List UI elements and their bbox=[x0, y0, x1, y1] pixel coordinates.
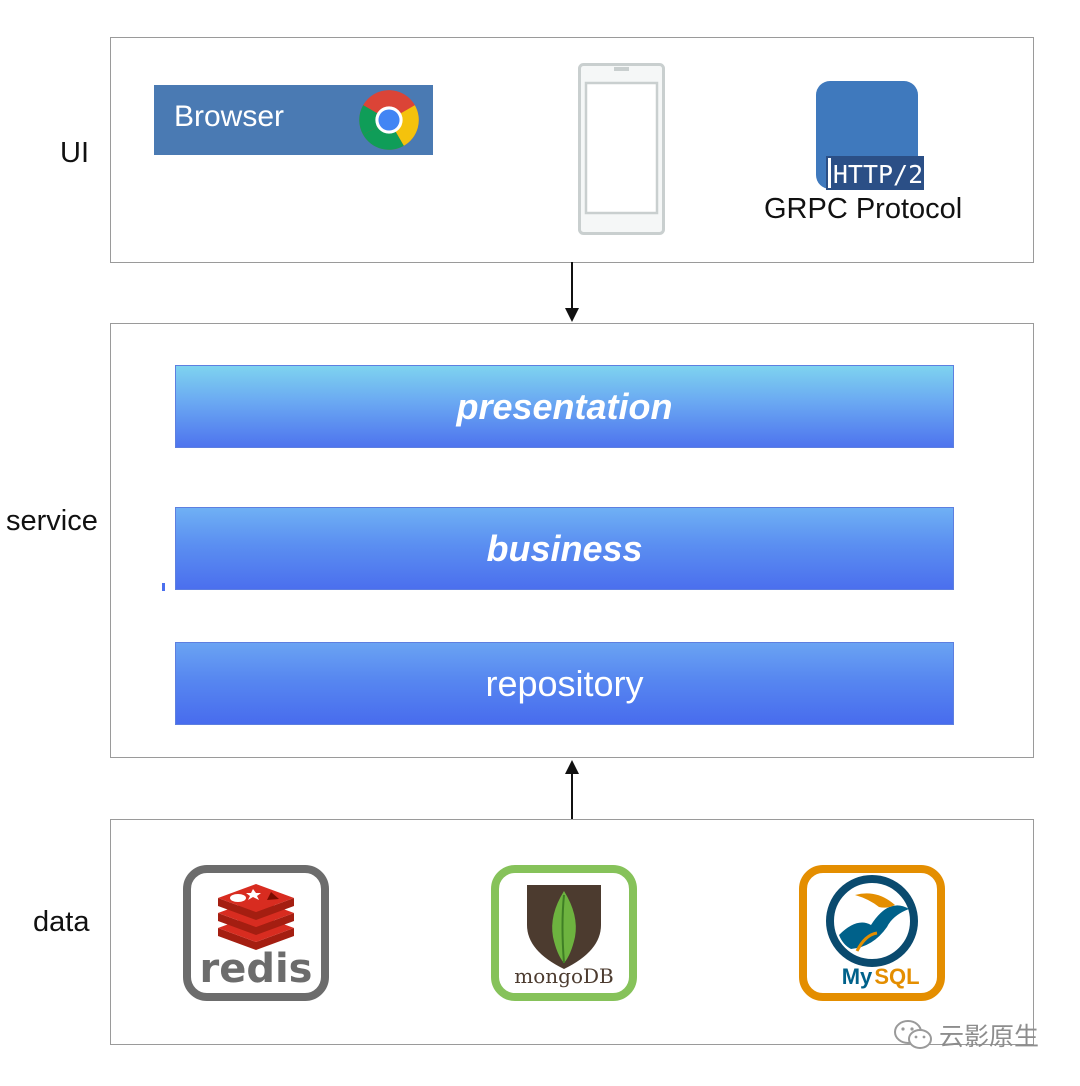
browser-client: Browser bbox=[154, 85, 433, 155]
grpc-protocol-label: GRPC Protocol bbox=[764, 193, 963, 225]
repository-layer: repository bbox=[175, 642, 954, 725]
mobile-phone-icon bbox=[578, 63, 665, 235]
small-mark bbox=[162, 583, 165, 591]
arrow-data-to-service bbox=[565, 760, 579, 820]
tier-label-data: data bbox=[33, 906, 90, 938]
mongodb-icon: mongoDB bbox=[491, 865, 637, 1001]
wechat-icon bbox=[894, 1020, 932, 1049]
http2-icon: HTTP/2 bbox=[816, 81, 924, 190]
repository-layer-label: repository bbox=[485, 662, 644, 704]
business-layer: business bbox=[175, 507, 954, 590]
watermark-text: 云影原生 bbox=[939, 1022, 1040, 1051]
watermark: 云影原生 bbox=[893, 1017, 1039, 1053]
redis-icon: redis bbox=[183, 865, 329, 1001]
mysql-icon: My SQL bbox=[799, 865, 945, 1001]
tier-label-ui: UI bbox=[60, 137, 89, 169]
redis-label: redis bbox=[199, 946, 312, 992]
business-layer-label: business bbox=[486, 527, 643, 569]
tier-label-service: service bbox=[6, 505, 98, 537]
chrome-icon bbox=[359, 90, 419, 150]
mongodb-label: mongoDB bbox=[514, 964, 613, 988]
http2-badge-text: HTTP/2 bbox=[833, 160, 923, 189]
presentation-layer-label: presentation bbox=[456, 385, 673, 427]
mysql-label-sql: SQL bbox=[874, 964, 919, 989]
arrow-ui-to-service bbox=[565, 262, 579, 322]
mysql-label-my: My bbox=[842, 964, 873, 989]
browser-label: Browser bbox=[174, 100, 285, 133]
presentation-layer: presentation bbox=[175, 365, 954, 448]
